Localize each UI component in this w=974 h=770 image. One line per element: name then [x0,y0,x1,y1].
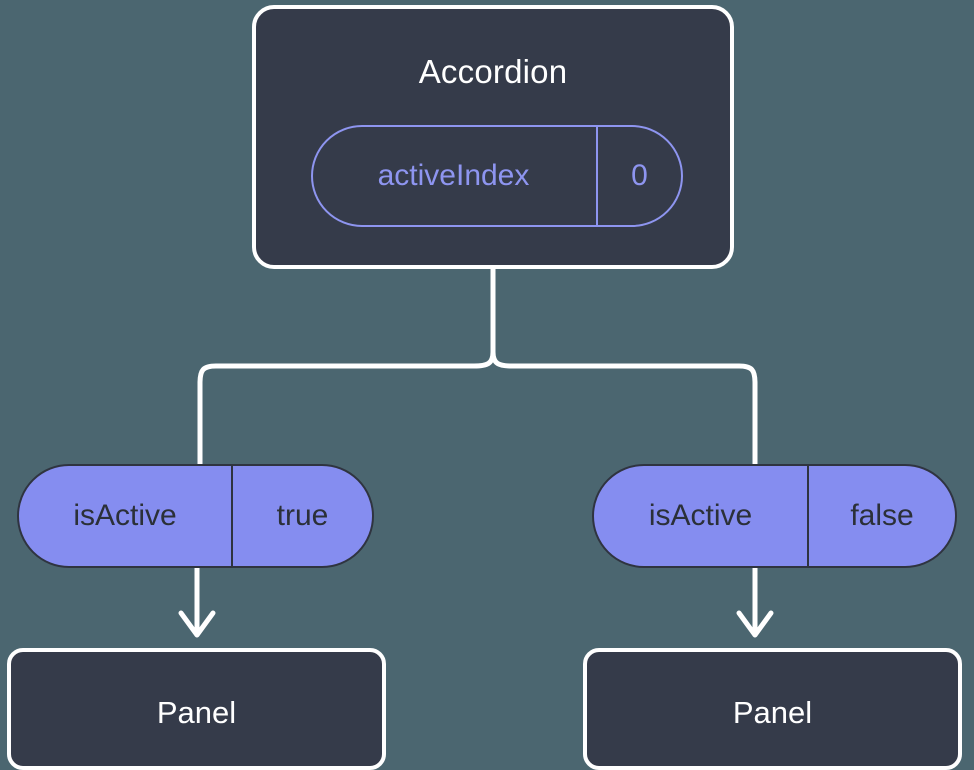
panel-title-right: Panel [732,695,813,730]
prop-pill-left-value: true [276,499,329,532]
connector-fork-right [490,351,758,464]
state-pill-key: activeIndex [313,127,598,225]
prop-pill-is-active-false[interactable]: isActive false [592,464,957,568]
prop-pill-left-key: isActive [19,466,233,566]
state-pill-value: 0 [631,159,648,192]
arrow-head-left-icon [178,610,216,638]
state-pill-active-index[interactable]: activeIndex 0 [311,125,683,227]
connector-fork-left [197,351,496,464]
panel-component-card-left[interactable]: Panel [7,648,386,770]
accordion-component-card[interactable]: Accordion activeIndex 0 [252,5,734,269]
prop-pill-is-active-true[interactable]: isActive true [17,464,374,568]
arrow-head-right-icon [736,610,774,638]
panel-component-card-right[interactable]: Panel [583,648,962,770]
prop-pill-right-key: isActive [594,466,809,566]
panel-title-left: Panel [156,695,237,730]
prop-pill-right-value: false [850,499,914,532]
accordion-title: Accordion [418,53,568,90]
